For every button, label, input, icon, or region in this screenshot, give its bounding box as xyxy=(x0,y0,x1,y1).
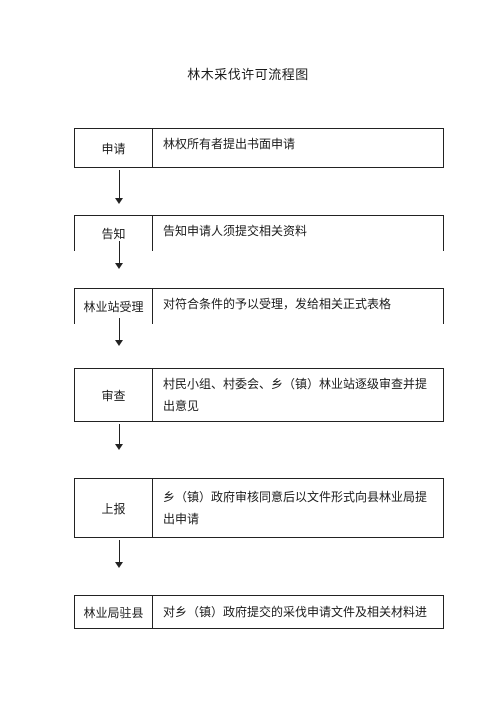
flow-step-notify: 告知 告知申请人须提交相关资料 xyxy=(74,215,444,251)
step-label: 告知 xyxy=(75,216,153,251)
flow-step-review: 审查 村民小组、村委会、乡（镇）林业站逐级审查并提出意见 xyxy=(74,368,444,422)
step-label: 审查 xyxy=(75,369,153,421)
step-description: 乡（镇）政府审核同意后以文件形式向县林业局提出申请 xyxy=(163,490,428,526)
flow-arrow xyxy=(115,170,125,205)
step-label: 林业局驻县 xyxy=(75,596,153,628)
flowchart-title: 林木采伐许可流程图 xyxy=(187,68,309,83)
step-description: 对乡（镇）政府提交的采伐申请文件及相关材料进 xyxy=(163,605,428,619)
step-description: 告知申请人须提交相关资料 xyxy=(163,224,308,238)
flow-step-county-bureau: 林业局驻县 对乡（镇）政府提交的采伐申请文件及相关材料进 xyxy=(74,595,444,629)
step-label: 申请 xyxy=(75,129,153,167)
flow-arrow xyxy=(115,424,125,452)
step-description: 林权所有者提出书面申请 xyxy=(163,137,296,151)
step-description: 村民小组、村委会、乡（镇）林业站逐级审查并提出意见 xyxy=(163,377,428,413)
step-description: 对符合条件的予以受理，发给相关正式表格 xyxy=(163,297,392,311)
flow-step-accept: 林业站受理 对符合条件的予以受理，发给相关正式表格 xyxy=(74,288,444,324)
step-label: 上报 xyxy=(75,479,153,537)
flow-step-apply: 申请 林权所有者提出书面申请 xyxy=(74,128,444,168)
flow-arrow xyxy=(115,318,125,348)
flow-step-report: 上报 乡（镇）政府审核同意后以文件形式向县林业局提出申请 xyxy=(74,478,444,538)
flow-arrow xyxy=(115,540,125,570)
flow-arrow xyxy=(115,241,125,271)
step-label: 林业站受理 xyxy=(75,289,153,324)
